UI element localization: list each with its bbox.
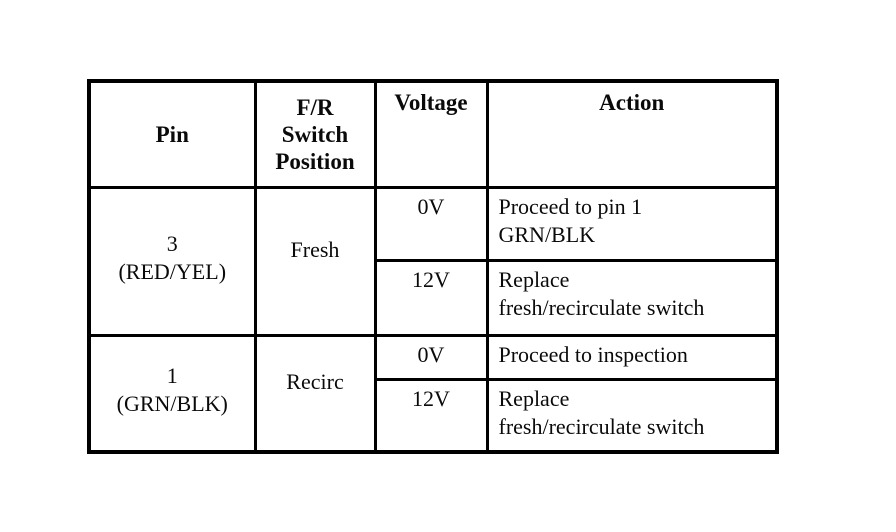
voltage-cell: 0V: [373, 185, 489, 262]
switch-position-cell: Fresh: [253, 185, 377, 337]
action-cell: Replace fresh/recirculate switch: [485, 377, 779, 454]
header-cell-voltage: Voltage: [373, 79, 489, 189]
header-cell-switch-position: F/R Switch Position: [253, 79, 377, 189]
action-cell: Proceed to pin 1 GRN/BLK: [485, 185, 779, 262]
table-row: 12V Replace fresh/recirculate switch: [89, 258, 779, 337]
voltage-cell: 12V: [373, 258, 489, 337]
table-header-row: Pin F/R Switch Position Voltage Action: [87, 79, 779, 189]
table-row: 12V Replace fresh/recirculate switch: [89, 377, 779, 454]
action-cell: Replace fresh/recirculate switch: [485, 258, 779, 337]
action-cell: Proceed to inspection: [485, 333, 779, 381]
table-row: 3 (RED/YEL) Fresh 0V Proceed to pin 1 GR…: [87, 185, 779, 337]
table-row: 1 (GRN/BLK) Recirc 0V Proceed to inspect…: [87, 333, 779, 454]
pin-cell: 1 (GRN/BLK): [87, 333, 257, 454]
voltage-cell: 0V: [373, 333, 489, 381]
diagnostic-table: Pin F/R Switch Position Voltage Action 3…: [87, 79, 779, 454]
header-cell-pin: Pin: [87, 79, 257, 189]
voltage-cell: 12V: [373, 377, 489, 454]
pin-cell: 3 (RED/YEL): [87, 185, 257, 337]
header-cell-action: Action: [485, 79, 779, 189]
switch-position-cell: Recirc: [253, 333, 377, 454]
